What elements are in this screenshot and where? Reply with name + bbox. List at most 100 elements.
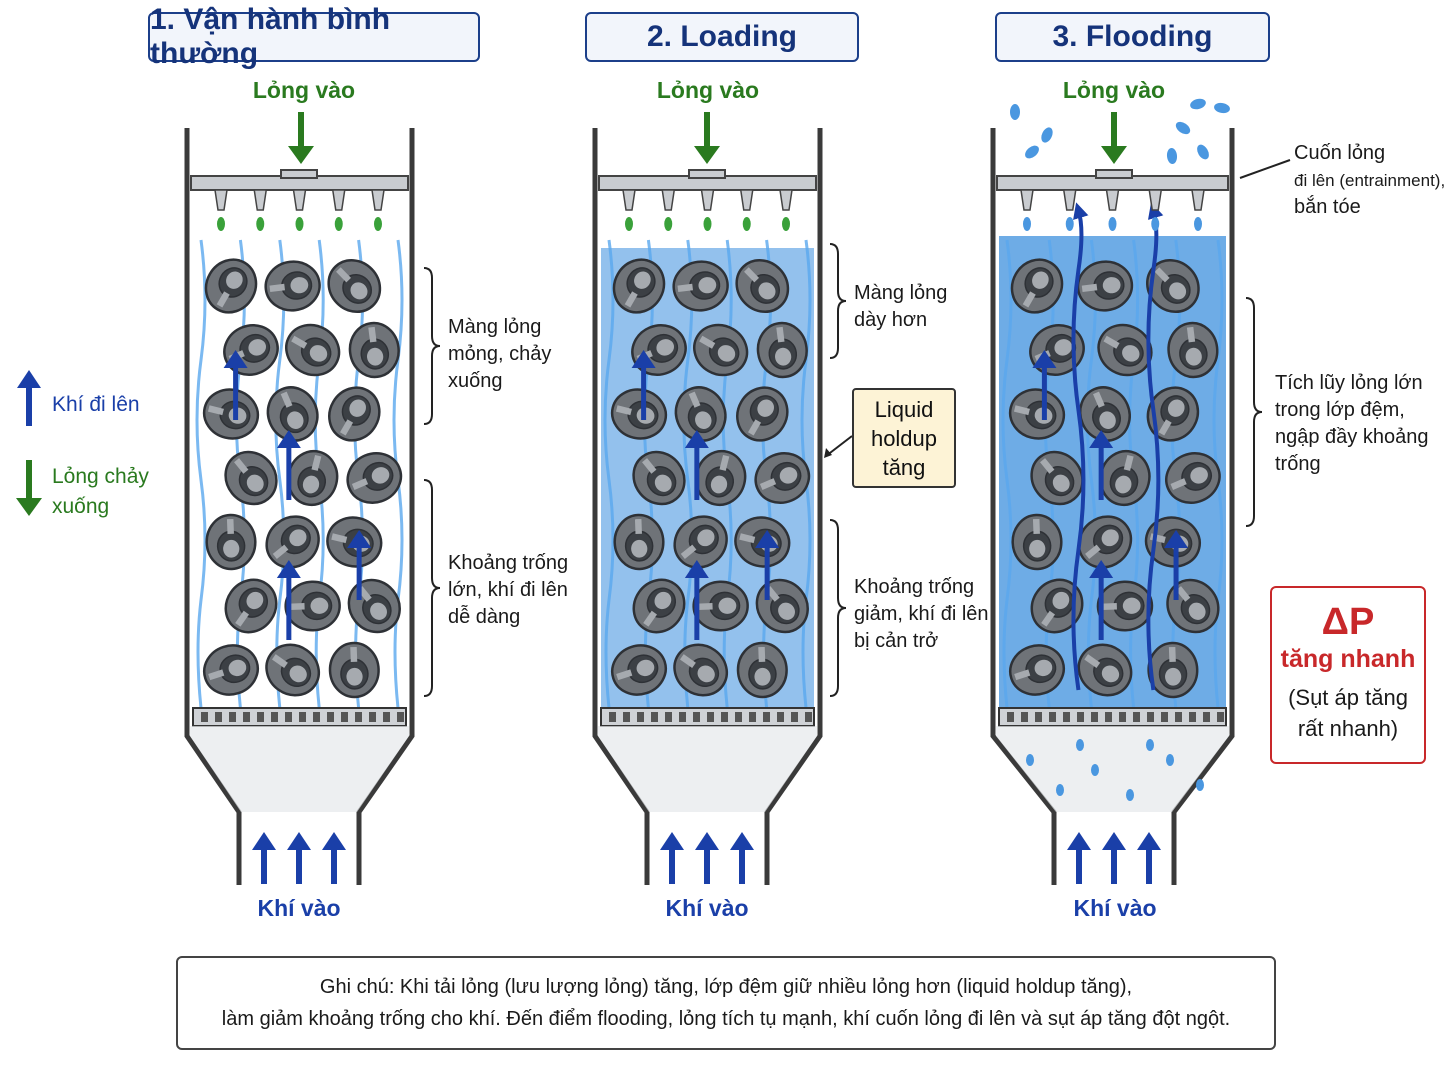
panel-3-packing-ring [1010, 258, 1064, 314]
panel-2-packing-ring [692, 580, 749, 632]
panel-2-packing-ring [673, 643, 729, 697]
panel-3-falling-droplet [1056, 784, 1064, 796]
panel-2-grid-slot [777, 712, 784, 722]
panel-1-droplet [217, 217, 225, 231]
panel-3-gas-up-arrow-4-head [1032, 350, 1057, 368]
panel-2-gas-up-arrow-2-head [684, 430, 709, 448]
panel-2-gas-up-arrow-1-head [684, 560, 709, 578]
panel-3-grid-slot [1007, 712, 1014, 722]
panel-2-packing-ring [610, 644, 668, 696]
panel-1-gas-in-arrow-1-head [252, 832, 276, 850]
panel-1-grid-slot [271, 712, 278, 722]
panel-2-gas-in-arrow-3-head [730, 832, 754, 850]
panel-3-droplet [1108, 217, 1117, 231]
panel-1-packing-ring [348, 321, 400, 379]
holdup-leader-line [825, 435, 853, 457]
panel-3-grid-slot [1147, 712, 1154, 722]
panel-2-liquid-film-1 [603, 239, 615, 709]
panel-3-splash-droplet [1214, 102, 1230, 114]
panel-1-lower-note: Khoảng trống lớn, khí đi lên dễ dàng [448, 552, 569, 628]
panel-1-grid-slot [215, 712, 222, 722]
entrainment-leader-line [1239, 159, 1291, 179]
panel-2-packing-ring [612, 258, 666, 314]
panel-1-gas-up-arrow-1-head [276, 560, 301, 578]
panel-3-falling-droplet [1026, 754, 1034, 766]
panel-1-grid-slot [229, 712, 236, 722]
panel-2-grid-slot [651, 712, 658, 722]
panel-3-packing-ring [1096, 580, 1154, 632]
panel-2-grid-slot [637, 712, 644, 722]
panel-2-distributor-hub [688, 169, 726, 179]
panel-3-gas-up-arrow-3-head [1164, 530, 1189, 548]
panel-3-accumulation-note: Tích lũy lỏng lớn trong lớp đệm, ngập đầ… [1275, 372, 1429, 475]
panel-3-packing-ring [1099, 449, 1151, 507]
panel-2-packing-ring [632, 578, 686, 634]
panel-3-liquid-in-label: Lỏng vào [1062, 77, 1166, 103]
panel-3-packing-ring [1030, 578, 1084, 634]
legend-liquid-down-arrow-head [16, 498, 42, 516]
panel-3-packing-ring [1147, 641, 1199, 699]
panel-1-packing-ring [284, 580, 341, 632]
panel-1-title: 1. Vận hành bình thường [148, 3, 480, 70]
panel-1-grid-slot [201, 712, 208, 722]
panel-1-packing-ring [202, 388, 260, 440]
panel-3-droplet [1194, 217, 1202, 231]
panel-2-upper-bracket [829, 243, 847, 359]
panel-3-grid-slot [1021, 712, 1028, 722]
panel-3-liquid-film-1 [1001, 239, 1013, 709]
panel-1-nozzle [371, 189, 385, 211]
panel-2-droplet [664, 217, 673, 231]
panel-1-packing-ring [224, 578, 278, 634]
panel-3-packing-ring [1076, 260, 1134, 312]
panel-2-title: 2. Loading [585, 12, 859, 62]
panel-1-packing-ring [346, 452, 403, 504]
panel-1-packing-ring [328, 641, 380, 699]
panel-1-grid-slot [313, 712, 320, 722]
panel-2-nozzle [661, 189, 676, 211]
panel-1-grid-slot [285, 712, 292, 722]
panel-1-packing-ring [265, 643, 321, 697]
pressure-drop-sub: (Sụt áp tăng rất nhanh) [1288, 685, 1408, 741]
panel-2-grid-slot [623, 712, 630, 722]
panel-3-gas-up-arrow-1-head [1089, 560, 1114, 578]
panel-1-droplet [295, 217, 304, 231]
holdup-leader-head [824, 448, 832, 458]
panel-1-upper-bracket [423, 267, 441, 425]
panel-3-packing-ring [1146, 259, 1200, 313]
panel-2-grid-slot [609, 712, 616, 722]
panel-1-droplet [256, 217, 265, 231]
panel-3-column-wall-left [990, 128, 1057, 885]
panel-1-nozzle [214, 189, 228, 211]
panel-3-gas-in-arrow-2-head [1102, 832, 1126, 850]
panel-2-grid-slot [707, 712, 714, 722]
panel-2-column-wall-left [592, 128, 650, 885]
panel-1-packing-ring [286, 449, 339, 507]
panel-1-packing-ring [223, 324, 279, 376]
panel-1-packing-ring [327, 259, 382, 313]
panel-3-splash-droplet [1025, 145, 1039, 159]
panel-2-droplet [782, 217, 790, 231]
panel-2-grid-slot [805, 712, 812, 722]
panel-1-grid-slot [341, 712, 348, 722]
panel-3-nozzle [1020, 189, 1034, 211]
panel-1-gas-in-label: Khí vào [257, 895, 341, 921]
panel-2-grid-slot [791, 712, 798, 722]
panel-2-grid-slot [721, 712, 728, 722]
panel-3-packing-ring [1166, 578, 1220, 634]
panel-2-grid-slot [749, 712, 756, 722]
panel-3-grid-slot [1035, 712, 1042, 722]
panel-1-grid-slot [383, 712, 390, 722]
panel-3-nozzle [1105, 189, 1120, 211]
panel-3-grid-slot [1175, 712, 1182, 722]
panel-1-column-wall-left [184, 128, 242, 885]
panel-3-gas-in-arrow-3-head [1137, 832, 1161, 850]
panel-3-packing-ring [1077, 515, 1133, 569]
panel-2-gas-up-arrow-4-head [631, 350, 656, 368]
panel-3-droplet [1065, 217, 1074, 231]
panel-2-grid-slot [763, 712, 770, 722]
panel-2-gas-in-label: Khí vào [665, 895, 749, 921]
panel-2-packing-ring [735, 259, 790, 313]
panel-2-lower-note: Khoảng trống giảm, khí đi lên bị cản trở [854, 576, 989, 652]
